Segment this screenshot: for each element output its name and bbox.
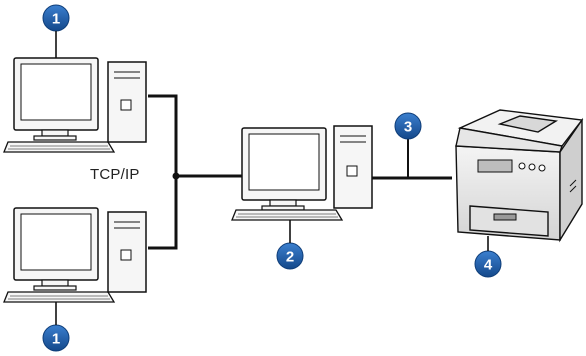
protocol-label: TCP/IP — [90, 166, 140, 183]
callout-badge-3: 3 — [394, 112, 422, 140]
server-computer — [231, 125, 373, 221]
callout-number: 1 — [52, 331, 60, 348]
callout-number: 1 — [52, 11, 60, 28]
monitor-screen — [20, 63, 92, 121]
callout-number: 4 — [484, 257, 493, 274]
callout-badge-1-bottom: 1 — [42, 324, 70, 352]
keyboard — [231, 209, 344, 221]
printer — [455, 109, 584, 243]
keyboard — [3, 141, 116, 153]
callout-number: 3 — [404, 119, 412, 136]
callout-badge-2: 2 — [276, 242, 304, 270]
monitor-screen — [248, 133, 320, 191]
cable-client-bus — [148, 94, 178, 250]
callout-number: 2 — [286, 249, 294, 266]
callout-badge-1-top: 1 — [42, 4, 70, 32]
client-computer-top — [3, 57, 147, 153]
client-computer-bottom — [3, 207, 147, 303]
control-panel — [477, 159, 513, 173]
network-cables — [148, 94, 452, 250]
callout-badge-4: 4 — [474, 250, 502, 278]
printer-side — [559, 117, 583, 243]
paper-tray — [469, 205, 549, 237]
monitor-screen — [20, 213, 92, 271]
keyboard — [3, 291, 116, 303]
network-junction — [172, 172, 180, 180]
pc-tower — [107, 61, 147, 143]
